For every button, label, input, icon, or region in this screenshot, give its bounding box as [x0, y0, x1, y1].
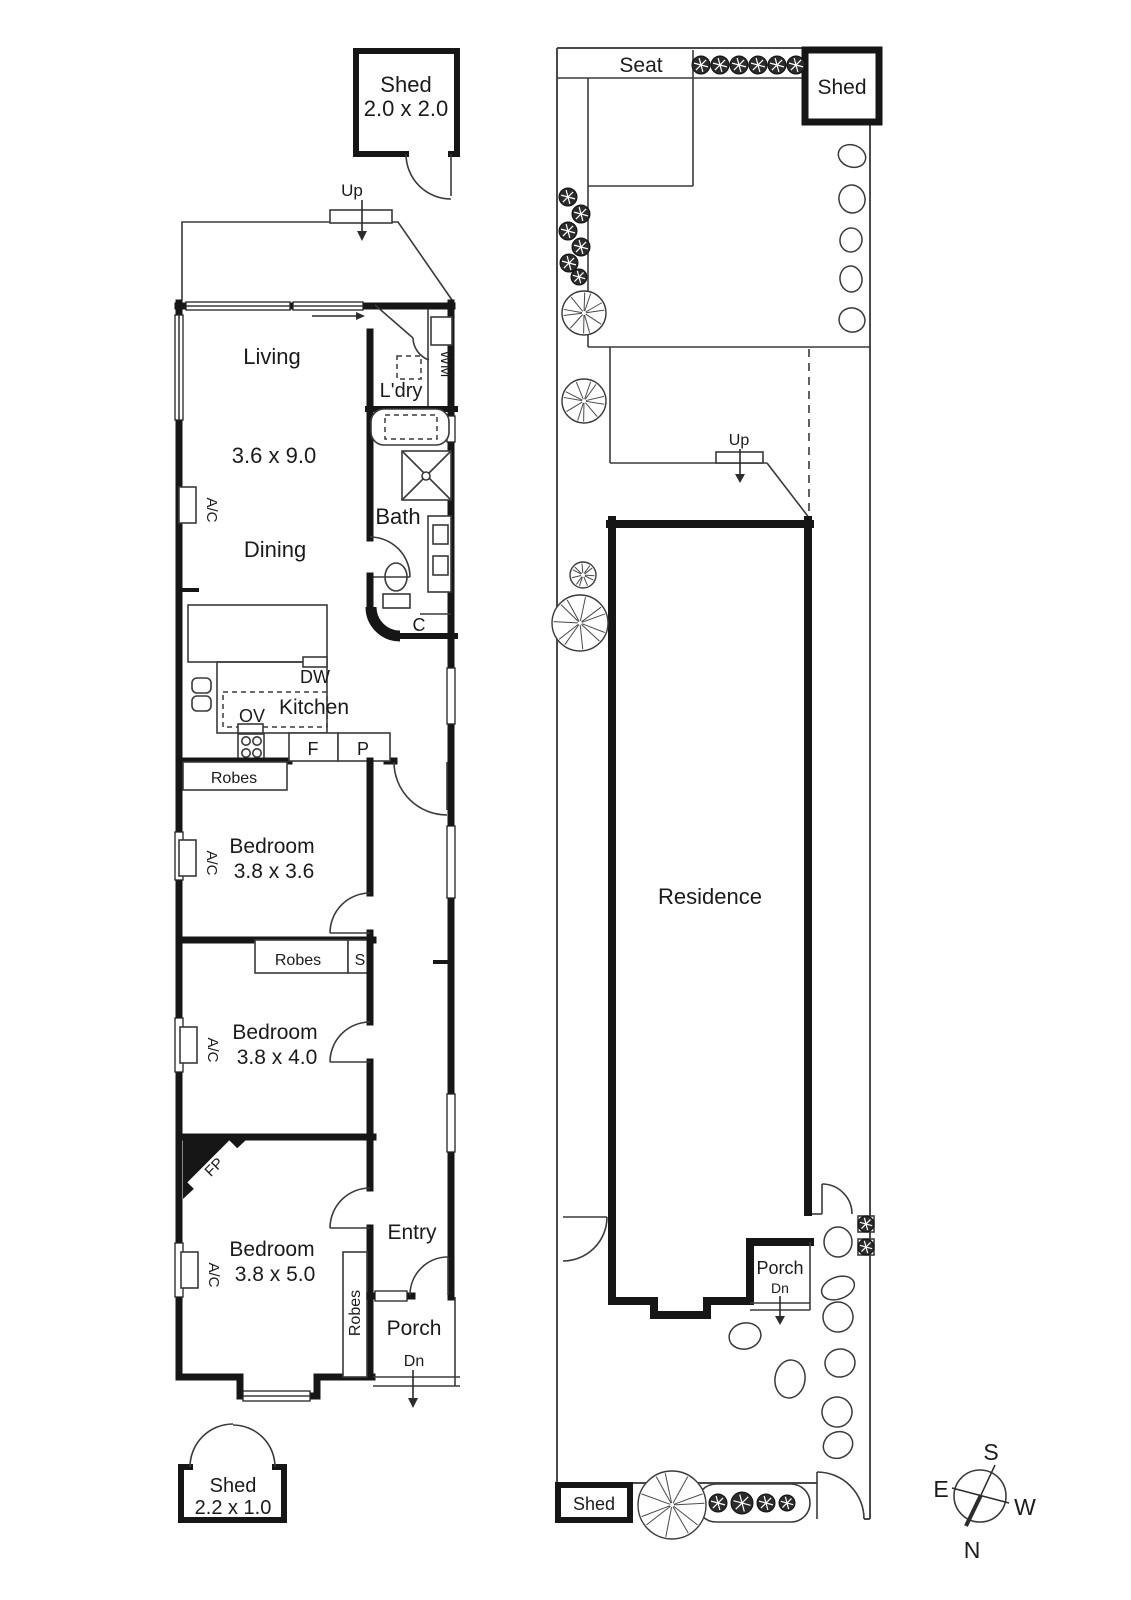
- bedroom1-label: Bedroom: [229, 835, 314, 858]
- stepping-stone-icon: [839, 265, 863, 293]
- porch-label: Porch: [756, 1258, 803, 1278]
- store-label: S: [355, 952, 366, 969]
- dining-label: Dining: [244, 537, 306, 562]
- compass-east: E: [933, 1476, 948, 1502]
- shed-top: Shed 2.0 x 2.0: [353, 48, 460, 200]
- robes-label: Robes: [347, 1290, 364, 1336]
- ac-label: A/C: [203, 850, 220, 875]
- stepping-stone-icon: [838, 307, 866, 333]
- tree-icon: [569, 561, 597, 589]
- tree-icon: [637, 1470, 707, 1540]
- rear-gate: [816, 1471, 865, 1520]
- compass-south: S: [983, 1439, 998, 1465]
- bedroom2-size: 3.8 x 4.0: [237, 1046, 318, 1069]
- landscaping: [551, 55, 875, 1540]
- stepping-stone-icon: [822, 1430, 854, 1460]
- compass: S E W N: [933, 1439, 1036, 1563]
- shed-label: Shed: [573, 1494, 615, 1514]
- stepping-stone-icon: [837, 143, 867, 169]
- kitchen-label: Kitchen: [279, 696, 349, 719]
- left-windows: A/C A/C A/C A/C: [174, 314, 222, 1298]
- compass-north: N: [964, 1537, 981, 1563]
- side-gate-left: [562, 1216, 608, 1262]
- stepping-stone-icon: [822, 1301, 854, 1333]
- ac-label: A/C: [204, 1037, 221, 1062]
- site-plan: Seat Up Residence Porch: [551, 46, 883, 1540]
- ac-label: A/C: [203, 497, 220, 522]
- living-size: 3.6 x 9.0: [232, 443, 316, 468]
- shed-top-size: 2.0 x 2.0: [364, 96, 448, 121]
- site-boundary: [556, 47, 871, 1520]
- robes-label: Robes: [275, 952, 321, 969]
- residence-label: Residence: [658, 884, 762, 909]
- shed-bottom-size: 2.2 x 1.0: [195, 1497, 272, 1519]
- ov-label: OV: [239, 706, 265, 726]
- bedroom2-label: Bedroom: [232, 1021, 317, 1044]
- stepping-stone-icon: [728, 1322, 762, 1350]
- fridge-label: F: [308, 739, 319, 759]
- bedroom1-size: 3.8 x 3.6: [234, 860, 315, 883]
- stepping-stone-icon: [821, 1396, 853, 1428]
- ac-label: A/C: [205, 1262, 222, 1287]
- entry-porch: Entry Porch Dn: [366, 1221, 460, 1408]
- pantry-label: P: [357, 739, 369, 759]
- site-porch: Porch Dn: [750, 1242, 811, 1325]
- ac-unit: A/C: [178, 839, 220, 877]
- stepping-stone-icon: [823, 1226, 853, 1258]
- porch-label: Porch: [387, 1317, 442, 1340]
- shed-top-label: Shed: [380, 72, 431, 97]
- living-label: Living: [243, 344, 300, 369]
- robes-label: Robes: [211, 770, 257, 787]
- bathroom: Bath C: [365, 408, 458, 642]
- kitchen: DW Kitchen OV: [187, 604, 349, 760]
- cupboard-label: C: [413, 615, 426, 635]
- shed-label: Shed: [817, 76, 866, 99]
- bedroom-2: Bedroom 3.8 x 4.0: [175, 936, 377, 1141]
- kitchen-wall: F P Robes: [175, 732, 448, 816]
- compass-west: W: [1014, 1494, 1036, 1520]
- up-label: Up: [341, 181, 363, 200]
- shed-bottom: Shed 2.2 x 1.0: [178, 1423, 287, 1523]
- stepping-stone-icon: [774, 1359, 806, 1399]
- tree-icon: [561, 290, 607, 336]
- stepping-stone-icon: [839, 227, 863, 253]
- stepping-stone-icon: [824, 1348, 856, 1378]
- site-shed-top: Shed: [801, 46, 883, 126]
- floor-plan: Shed 2.0 x 2.0 Up: [174, 48, 460, 1523]
- ac-unit: A/C: [178, 486, 220, 524]
- wm-label: WM: [437, 351, 454, 378]
- tree-icon: [551, 594, 609, 652]
- dw-label: DW: [300, 667, 330, 687]
- residence: Residence: [606, 516, 814, 1319]
- robes-store: Robes S: [254, 939, 451, 974]
- bedroom3-size: 3.8 x 5.0: [235, 1263, 316, 1286]
- living-dining: Living 3.6 x 9.0 Dining: [179, 344, 316, 592]
- stepping-stone-icon: [838, 184, 866, 214]
- shed-bottom-label: Shed: [210, 1475, 257, 1497]
- stepping-stone-icon: [820, 1275, 856, 1301]
- right-windows: [446, 415, 456, 1153]
- bath-label: Bath: [375, 504, 420, 529]
- dn-label: Dn: [404, 1353, 424, 1370]
- entry-label: Entry: [387, 1221, 437, 1244]
- rear-deck: Up: [181, 181, 453, 301]
- fireplace: FP: [183, 1140, 246, 1199]
- seat-label: Seat: [619, 54, 662, 77]
- site-shed-bottom: Shed: [555, 1482, 633, 1523]
- laundry-label: L'dry: [380, 380, 423, 402]
- bedroom-3: Bedroom 3.8 x 5.0 Robes: [229, 1133, 374, 1402]
- top-windows: [185, 301, 430, 361]
- tree-icon: [561, 378, 607, 424]
- bedroom3-label: Bedroom: [229, 1238, 314, 1261]
- up-label: Up: [729, 432, 750, 449]
- ac-unit: A/C: [180, 1251, 222, 1289]
- dn-label: Dn: [771, 1280, 789, 1296]
- ac-unit: A/C: [179, 1026, 221, 1064]
